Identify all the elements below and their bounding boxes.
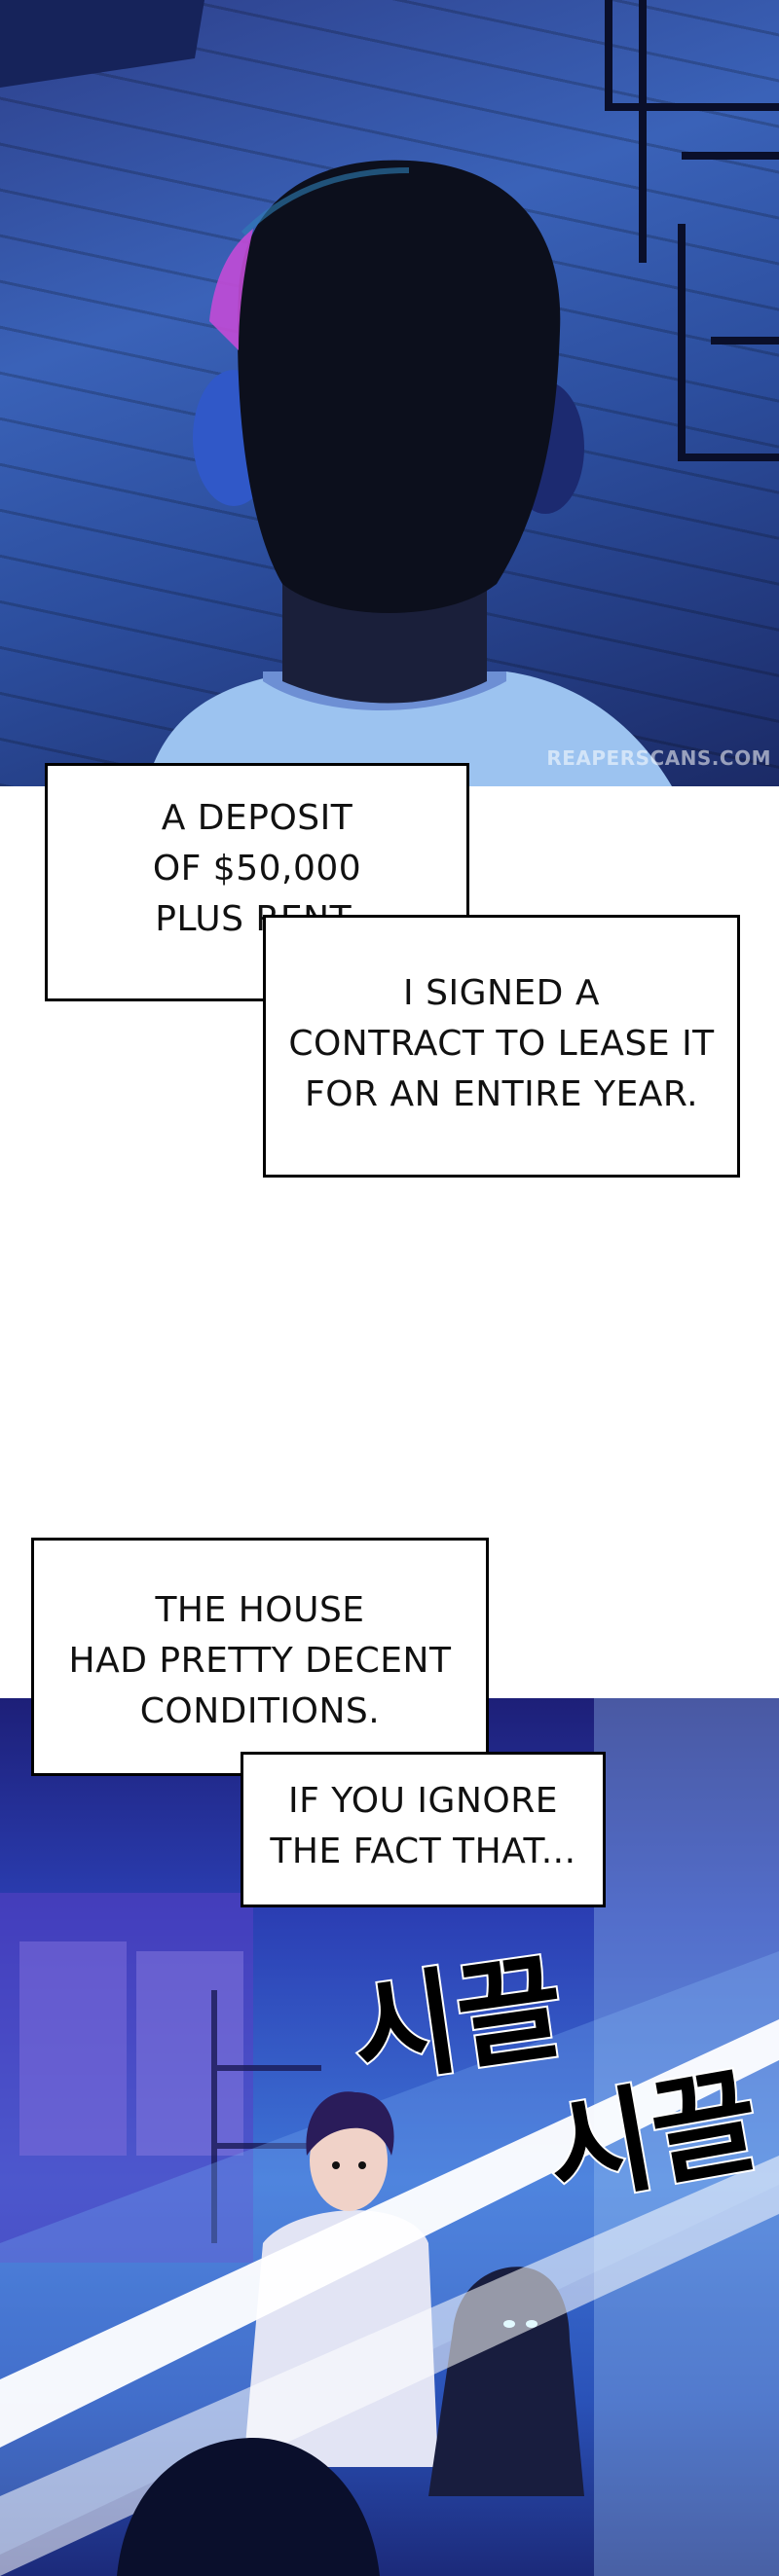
caption-box-house: THE HOUSE HAD PRETTY DECENT CONDITIONS. — [31, 1538, 489, 1776]
room-scene-art — [0, 1698, 779, 2576]
caption-box-deposit: A DEPOSIT OF $50,000 PLUS RENT. — [45, 763, 469, 1001]
bottom-panel-illustration — [0, 1698, 779, 2576]
caption-box-ignore: IF YOU IGNORE THE FACT THAT... — [241, 1752, 606, 1907]
caption-line: THE FACT THAT... — [270, 1832, 576, 1871]
boy-back-view-art — [0, 0, 779, 786]
caption-line: IF YOU IGNORE — [288, 1781, 558, 1821]
caption-line: THE HOUSE — [155, 1590, 365, 1630]
shelf-frame — [605, 0, 779, 461]
caption-box-contract: I SIGNED A CONTRACT TO LEASE IT FOR AN E… — [263, 915, 740, 1178]
caption-line: OF $50,000 — [152, 849, 362, 889]
watermark-text: REAPERSCANS.COM — [546, 746, 771, 770]
caption-line: FOR AN ENTIRE YEAR. — [304, 1074, 699, 1114]
caption-line: CONDITIONS. — [139, 1691, 381, 1731]
caption-line: I SIGNED A — [403, 973, 600, 1013]
top-panel-illustration: REAPERSCANS.COM — [0, 0, 779, 786]
caption-line: HAD PRETTY DECENT — [68, 1641, 452, 1681]
caption-line: CONTRACT TO LEASE IT — [288, 1024, 715, 1064]
caption-line: A DEPOSIT — [161, 798, 353, 838]
